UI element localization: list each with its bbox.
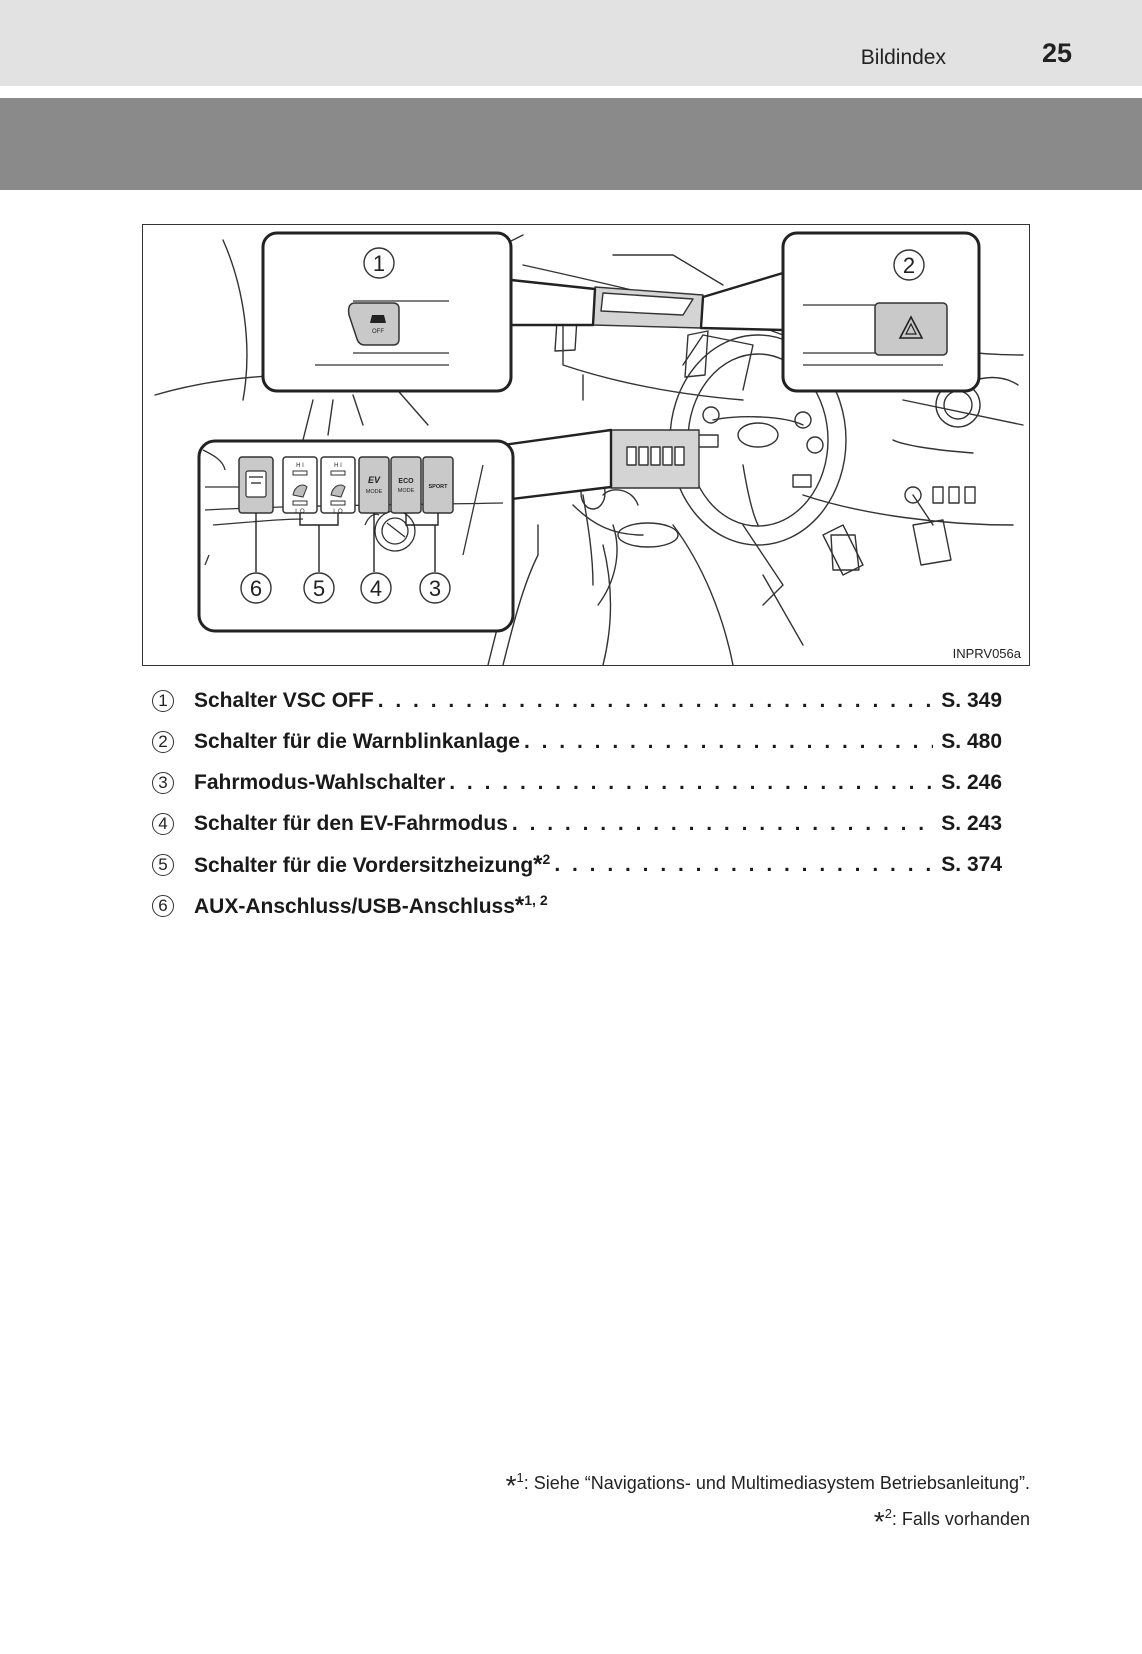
index-entry[interactable]: 5 Schalter für die Vordersitzheizung*2 .… — [152, 844, 1002, 885]
footnote-ref: 2 — [542, 850, 551, 867]
svg-text:OFF: OFF — [372, 329, 384, 335]
leader-dots: . . . . . . . . . . . . . . . . . . . . … — [377, 688, 934, 712]
svg-text:SPORT: SPORT — [429, 484, 449, 490]
leader-dots: . . . . . . . . . . . . . . . . . . . . … — [449, 770, 933, 794]
footnote-star: * — [505, 1470, 517, 1501]
index-entry[interactable]: 4 Schalter für den EV-Fahrmodus . . . . … — [152, 803, 1002, 844]
page-reference[interactable]: S. 243 — [941, 811, 1002, 835]
entry-label: Schalter für die Warnblinkanlage — [194, 729, 520, 753]
entry-number: 1 — [152, 689, 174, 712]
header-band — [0, 0, 1142, 86]
index-list: 1 Schalter VSC OFF . . . . . . . . . . .… — [152, 680, 1002, 926]
footnote-text: : Falls vorhanden — [891, 1509, 1030, 1529]
svg-text:H I: H I — [334, 463, 342, 469]
footnote-star: * — [533, 850, 543, 878]
section-title: Bildindex — [860, 46, 946, 69]
svg-text:L O: L O — [333, 509, 343, 515]
entry-label-text: Schalter für die Vordersitzheizung — [194, 853, 534, 877]
svg-text:H I: H I — [296, 463, 304, 469]
svg-text:L O: L O — [295, 509, 305, 515]
entry-number: 3 — [152, 771, 174, 794]
footnote-star: * — [514, 891, 525, 919]
leader-dots: . . . . . . . . . . . . . . . . . . . . … — [554, 852, 933, 876]
svg-text:2: 2 — [903, 253, 915, 278]
entry-label: Schalter für den EV-Fahrmodus — [194, 811, 508, 835]
svg-text:MODE: MODE — [366, 489, 383, 495]
footnote-ref: 1, 2 — [524, 891, 548, 908]
svg-text:4: 4 — [370, 576, 382, 601]
page-number: 25 — [1041, 38, 1072, 68]
dashboard-illustration: OFF 1 2 — [142, 224, 1030, 666]
index-entry[interactable]: 2 Schalter für die Warnblinkanlage . . .… — [152, 721, 1002, 762]
svg-text:MODE: MODE — [398, 488, 415, 494]
figure-code: INPRV056a — [952, 646, 1021, 661]
page-reference[interactable]: S. 349 — [941, 688, 1002, 712]
entry-number: 2 — [152, 730, 174, 753]
footnote-text: : Siehe “Navigations- und Multimediasyst… — [523, 1473, 1030, 1493]
entry-label: Schalter VSC OFF — [194, 688, 374, 712]
svg-text:5: 5 — [313, 576, 325, 601]
svg-text:3: 3 — [429, 576, 441, 601]
entry-label: Schalter für die Vordersitzheizung*2 — [194, 851, 550, 879]
entry-number: 5 — [152, 853, 174, 876]
index-entry[interactable]: 1 Schalter VSC OFF . . . . . . . . . . .… — [152, 680, 1002, 721]
dashboard-drawing: OFF 1 2 — [154, 231, 1024, 666]
page-reference[interactable]: S. 374 — [941, 852, 1002, 876]
page-reference[interactable]: S. 480 — [941, 729, 1002, 753]
entry-label-text: AUX-Anschluss/USB-Anschluss — [194, 894, 515, 918]
footnote-star: * — [873, 1506, 885, 1537]
svg-text:1: 1 — [373, 251, 385, 276]
footnote-1: *1: Siehe “Navigations- und Multimediasy… — [506, 1470, 1030, 1502]
page-reference[interactable]: S. 246 — [941, 770, 1002, 794]
index-entry[interactable]: 3 Fahrmodus-Wahlschalter . . . . . . . .… — [152, 762, 1002, 803]
chapter-band — [0, 98, 1142, 190]
leader-dots: . . . . . . . . . . . . . . . . . . . . … — [511, 811, 933, 835]
index-entry[interactable]: 6 AUX-Anschluss/USB-Anschluss*1, 2 — [152, 885, 1002, 926]
entry-label: AUX-Anschluss/USB-Anschluss*1, 2 — [194, 892, 548, 920]
footnote-2: *2: Falls vorhanden — [874, 1506, 1030, 1538]
entry-number: 6 — [152, 894, 174, 917]
entry-number: 4 — [152, 812, 174, 835]
svg-text:EV: EV — [368, 475, 381, 485]
footnote-marker: 2 — [884, 1506, 892, 1521]
entry-label: Fahrmodus-Wahlschalter — [194, 770, 446, 794]
footnote-marker: 1 — [516, 1470, 524, 1485]
svg-text:6: 6 — [250, 576, 262, 601]
svg-text:ECO: ECO — [398, 478, 414, 485]
leader-dots: . . . . . . . . . . . . . . . . . . . . … — [523, 729, 933, 753]
